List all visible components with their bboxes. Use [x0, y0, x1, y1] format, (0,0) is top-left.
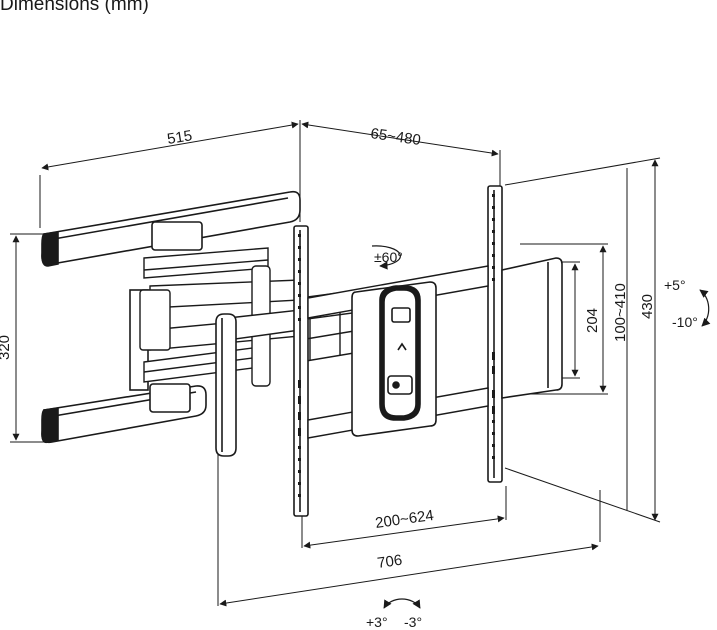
left-vertical-bar: [215, 313, 237, 457]
label-rotation: ±60°: [374, 249, 403, 265]
diagram-title: Dimensions (mm): [0, 0, 149, 15]
rotation-arrow-icon: [371, 245, 401, 270]
tv-bracket-left-rail: [293, 225, 309, 517]
level-arrow-icon: [383, 598, 421, 609]
label-level-minus: -3°: [404, 614, 422, 630]
dim-overall-width: 706: [376, 552, 403, 572]
label-tilt-up: +5°: [664, 277, 686, 293]
center-head-block: [351, 281, 437, 437]
dim-vesa-vertical-min: 204: [584, 308, 601, 333]
dim-vesa-vertical-range: 100~410: [612, 283, 629, 342]
articulating-arms: [139, 247, 361, 387]
dim-arm-reach: 515: [166, 127, 193, 148]
tilt-arrow-icon: [699, 289, 711, 327]
dim-extension: 65~480: [369, 125, 421, 149]
dim-bracket-height: 430: [639, 294, 656, 319]
tv-bracket-right-rail: [487, 185, 503, 483]
label-tilt-down: -10°: [672, 314, 698, 330]
dim-vesa-horizontal: 200~624: [374, 507, 435, 532]
label-level-plus: +3°: [366, 614, 388, 630]
wall-plate: [41, 190, 301, 444]
dimension-lines: [10, 120, 661, 607]
tv-side-outline: [501, 257, 563, 399]
dim-wall-plate-height: 320: [0, 335, 13, 360]
